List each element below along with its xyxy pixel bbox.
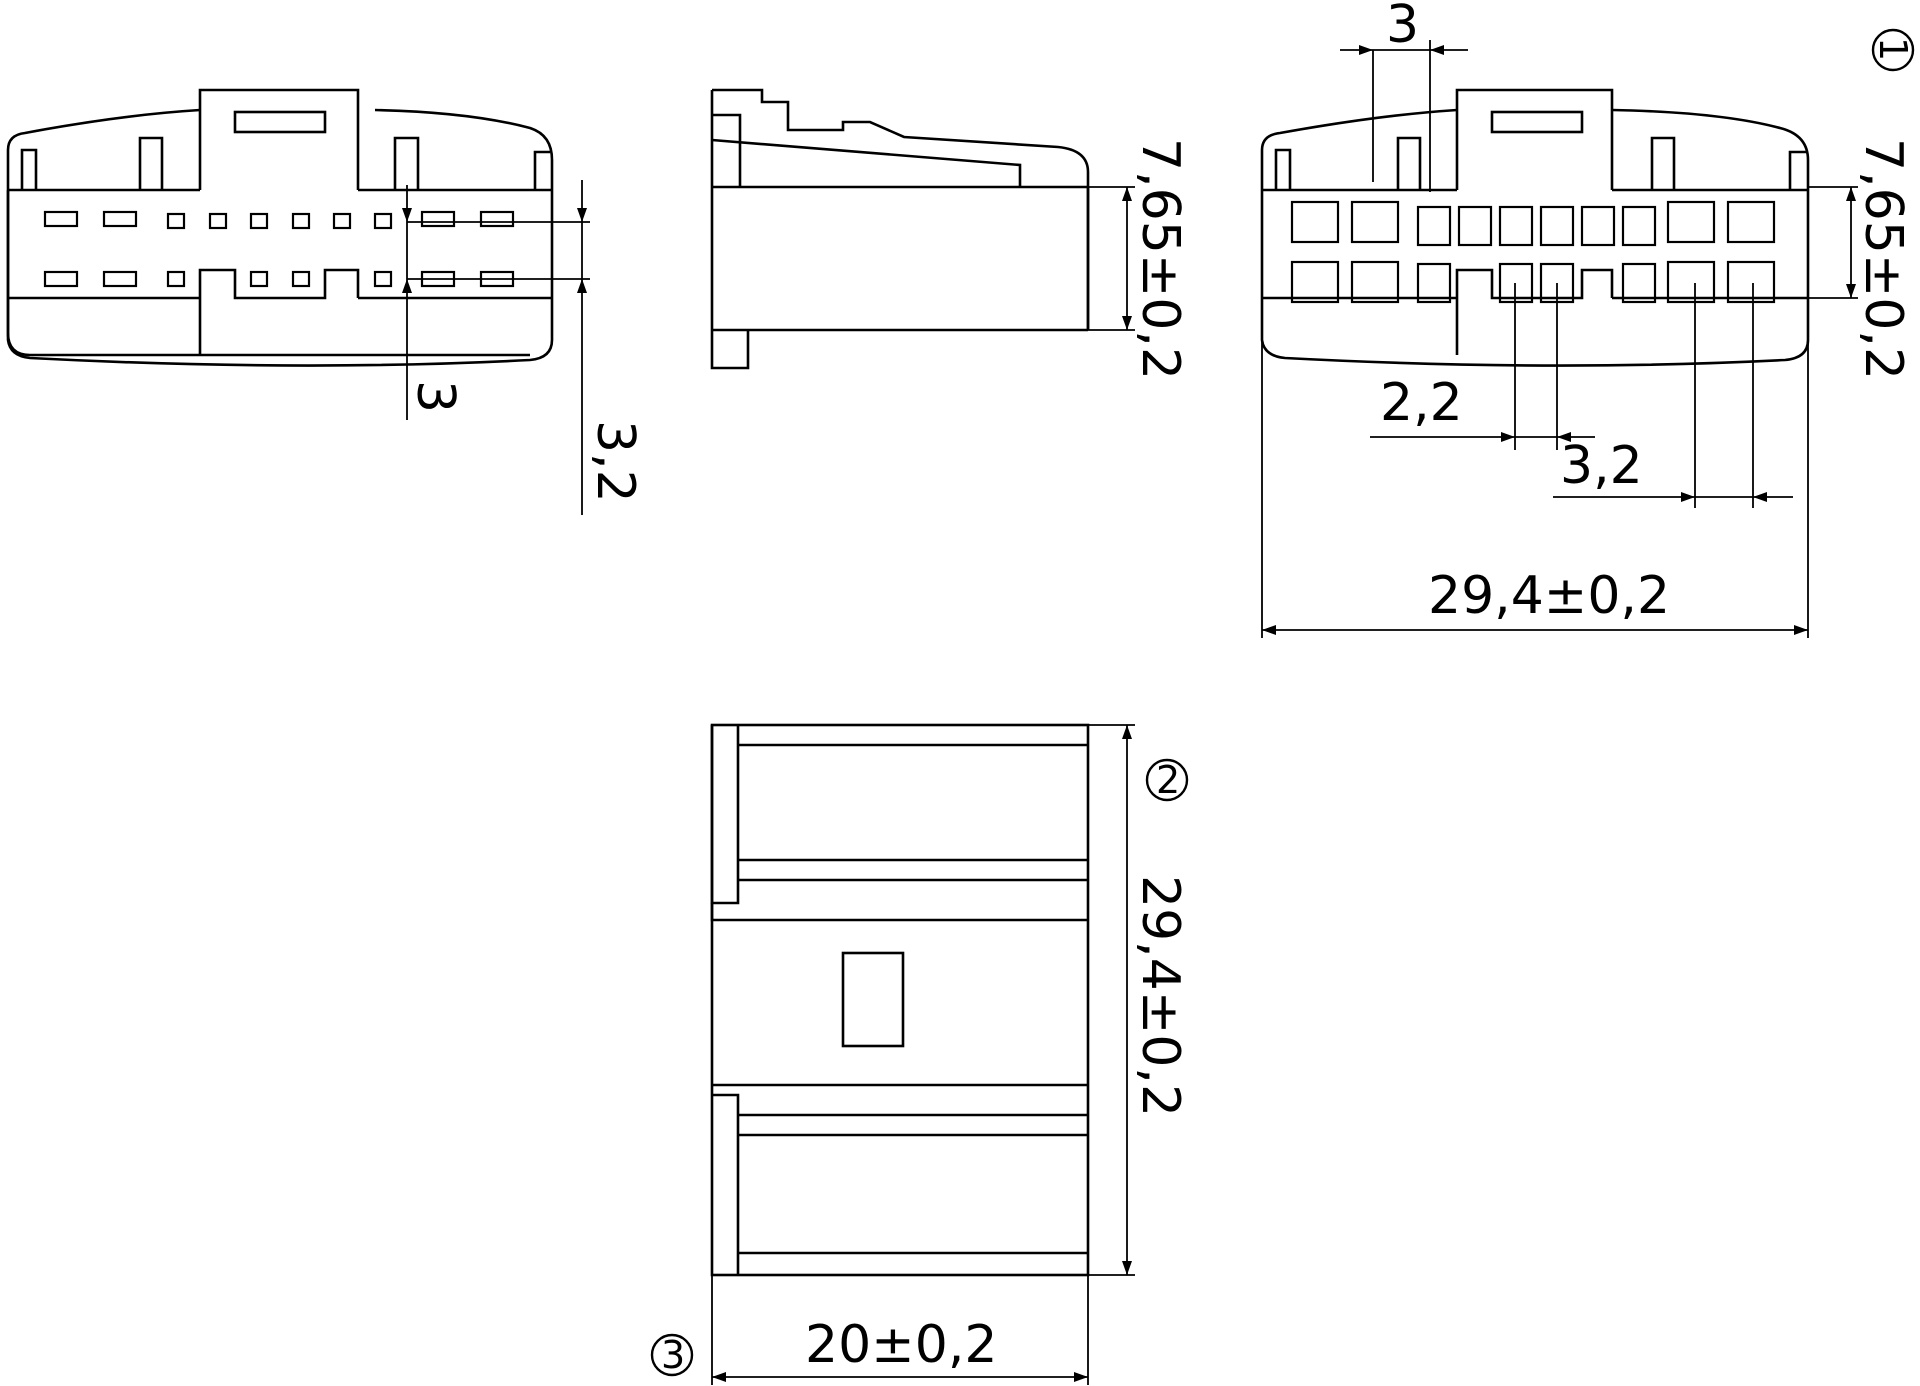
dim-width-right: 29,4±0,2: [1428, 566, 1670, 626]
dim-pitch-3-right: 3: [1386, 0, 1419, 55]
dim-height-right: 7,65±0,2: [1853, 138, 1913, 380]
dim-width-top: 29,4±0,2: [1130, 875, 1190, 1117]
view-marker-3: [650, 1333, 694, 1377]
socket-row-2: [1290, 260, 1776, 304]
side-view: 7,65±0,2: [710, 88, 1190, 380]
dim-pitch-3-2-left: 3,2: [585, 420, 645, 503]
dim-pitch-2-2-right: 2,2: [1380, 373, 1463, 433]
svg-text:2: 2: [1156, 758, 1180, 802]
view-marker-2: [1145, 758, 1189, 802]
dim-pitch-3-2-right: 3,2: [1560, 436, 1643, 496]
socket-row-1: [1290, 200, 1776, 247]
dim-depth-top: 20±0,2: [805, 1315, 997, 1375]
dim-height-side: 7,65±0,2: [1130, 138, 1190, 380]
front-view-socket-side: 3 7,65±0,2 2,2 3,2 29,4±0,2 1: [1260, 0, 1915, 638]
dim-pitch-3-left: 3: [405, 380, 465, 413]
pin-row-1: [43, 210, 515, 230]
svg-text:3: 3: [661, 1333, 685, 1377]
top-view: 29,4±0,2 20±0,2 2 3: [650, 723, 1190, 1385]
front-view-pin-side: 3 3,2: [6, 88, 645, 515]
svg-text:1: 1: [1871, 37, 1915, 61]
view-marker-1: [1871, 28, 1915, 72]
